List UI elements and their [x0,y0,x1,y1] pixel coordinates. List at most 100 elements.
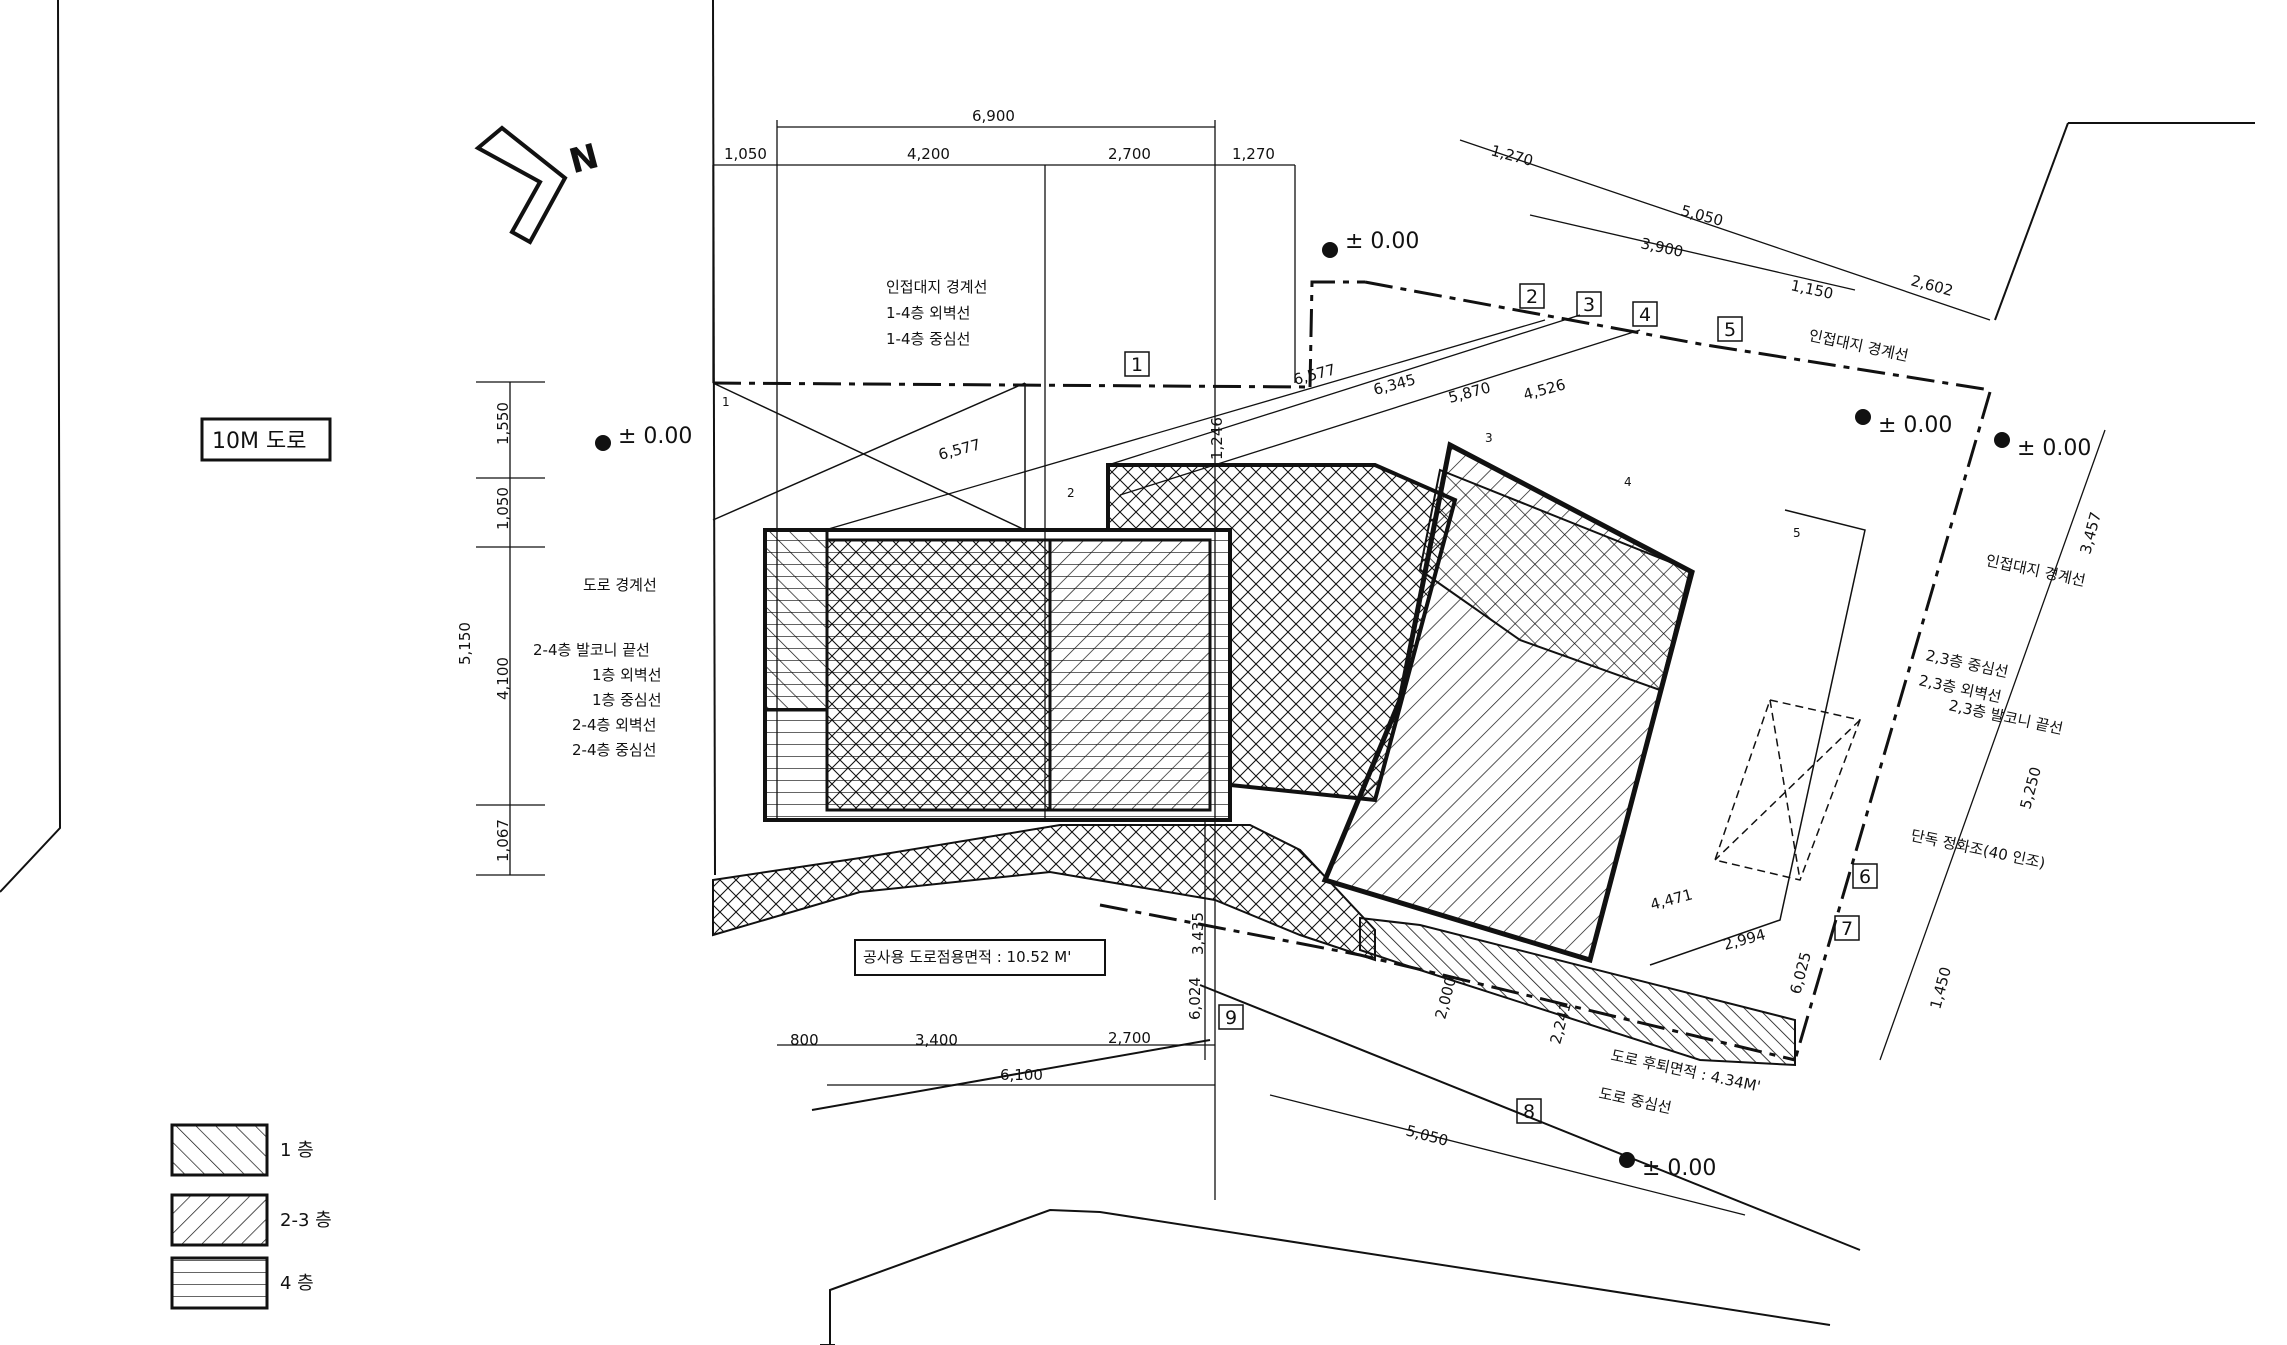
top-label: 1-4층 외벽선 [886,304,970,322]
point-number: 3 [1583,294,1595,316]
legend-label: 1 층 [280,1140,314,1161]
north-label: N [565,136,603,182]
small-numbers: 1 2 3 4 5 [722,395,1801,540]
point-number: 2 [1526,286,1538,308]
dimension-label: 1,050 [724,145,767,163]
legend-label: 2-3 층 [280,1210,332,1231]
top-label: 1-4층 중심선 [886,330,970,348]
right-label: 인접대지 경계선 [1807,326,1910,365]
dimension-label: 2,000 [1431,975,1460,1021]
legend-label: 4 층 [280,1273,314,1294]
dimension-label: 6,900 [972,107,1015,125]
level-mark: ± 0.00 [2017,436,2091,461]
dimension-label: 3,900 [1639,234,1685,261]
dims-left: 1,550 1,050 5,150 4,100 1,067 [456,402,512,862]
level-mark: ± 0.00 [1642,1156,1716,1181]
road-occupation-area [712,824,1376,962]
left-labels: 도로 경계선 2-4층 발코니 끝선 1층 외벽선 1층 중심선 2-4층 외벽… [533,576,662,759]
legend-swatch-3 [170,1256,269,1310]
level-mark: ± 0.00 [1345,229,1419,254]
point-numbers: 1 2 3 4 5 6 7 8 9 [1131,286,1871,1123]
point-number: 8 [1523,1101,1535,1123]
right-label: 단독 정화조(40 인조) [1909,826,2047,872]
legend-swatch-2 [170,1193,269,1247]
dimension-label: 5,150 [456,622,474,665]
dimension-label: 2,602 [1909,271,1955,300]
dimension-label: 6,577 [936,435,982,464]
dimension-label: 5,050 [1679,201,1725,230]
building-middle [1106,463,1458,803]
dimension-label: 3,400 [915,1031,958,1049]
road-occupation-label: 공사용 도로점용면적 : 10.52 M' [863,948,1071,966]
left-label: 2-4층 외벽선 [572,716,656,734]
top-label: 인접대지 경계선 [886,278,987,296]
point-number: 6 [1859,866,1871,888]
small-number: 4 [1624,475,1632,489]
road-label: 10M 도로 [212,429,306,454]
dimension-label: 5,050 [1404,1121,1450,1150]
dimension-lines [476,120,2106,1216]
small-number: 2 [1067,486,1075,500]
dimension-label: 1,050 [494,487,512,530]
road-label-box: 10M 도로 [200,417,332,462]
right-label: 2,3층 발코니 끝선 [1947,696,2064,738]
dimension-label: 5,870 [1446,378,1492,407]
level-marks [595,242,2010,1168]
dimension-label: 6,577 [1291,360,1337,389]
dims-bottom: 800 3,400 2,700 6,100 [790,1029,1151,1084]
point-number: 1 [1131,354,1143,376]
point-number-boxes [1124,283,1878,1124]
dimension-label: 2,700 [1108,145,1151,163]
building-left [763,528,1232,822]
small-number: 1 [722,395,730,409]
level-mark-labels: ± 0.00 ± 0.00 ± 0.00 ± 0.00 ± 0.00 [618,229,2091,1181]
left-label: 도로 경계선 [583,576,657,594]
dimension-label: 1,270 [1232,145,1275,163]
dimension-label: 800 [790,1031,819,1049]
dimension-label: 2,700 [1108,1029,1151,1047]
dimension-label: 3,435 [1189,912,1207,955]
right-label: 인접대지 경계선 [1984,551,2087,590]
legend: 1 층 2-3 층 4 층 [170,1123,332,1310]
dimension-label: 1,550 [494,402,512,445]
left-label: 1층 외벽선 [592,666,662,684]
road-center-label: 도로 중심선 [1597,1084,1673,1117]
dimension-label: 1,067 [494,819,512,862]
north-arrow: N [474,125,603,245]
point-number: 4 [1639,304,1651,326]
dimension-label: 5,250 [2016,765,2045,811]
legend-swatch-1 [170,1123,269,1177]
dimension-label: 4,471 [1648,885,1694,914]
point-number: 7 [1841,918,1853,940]
small-number: 3 [1485,431,1493,445]
septic-tank [1714,699,1862,881]
top-labels: 인접대지 경계선 1-4층 외벽선 1-4층 중심선 [886,278,987,348]
dimension-label: 1,246 [1208,417,1226,460]
dimension-label: 2,994 [1721,925,1767,954]
dimension-label: 1,150 [1789,276,1835,303]
point-number: 5 [1724,319,1736,341]
level-mark: ± 0.00 [1878,413,1952,438]
level-mark: ± 0.00 [618,424,692,449]
point-number: 9 [1225,1007,1237,1029]
dimension-label: 6,100 [1000,1066,1043,1084]
road-setback-area [1359,916,1796,1067]
dimension-label: 1,270 [1489,141,1535,170]
dimension-label: 4,200 [907,145,950,163]
thin-outlines [712,382,1866,966]
left-label: 2-4층 발코니 끝선 [533,641,650,659]
dimension-label: 6,024 [1186,977,1204,1020]
dimension-label: 6,025 [1786,950,1815,996]
dimension-label: 1,450 [1926,965,1955,1011]
left-label: 2-4층 중심선 [572,741,656,759]
small-number: 5 [1793,526,1801,540]
dimension-label: 3,457 [2076,510,2105,556]
building-right [1321,441,1695,964]
dimension-label: 4,526 [1521,375,1567,404]
dims-top: 6,900 1,050 4,200 2,700 1,270 [724,107,1275,163]
dimension-label: 4,100 [494,657,512,700]
dimension-label: 6,345 [1371,370,1417,399]
left-label: 1층 중심선 [592,691,662,709]
